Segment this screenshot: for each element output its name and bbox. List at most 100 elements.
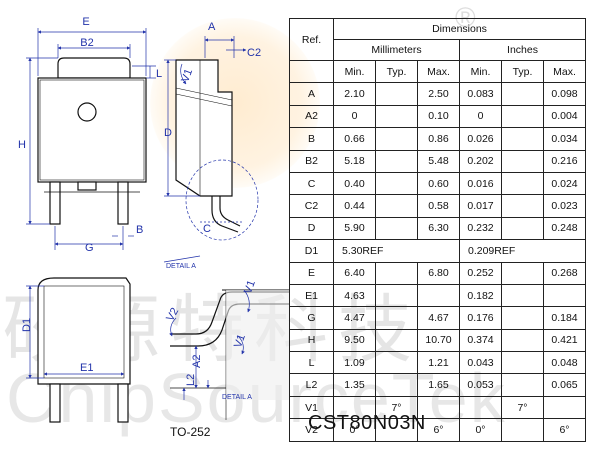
mm-typ-cell [375,283,418,308]
mm-min-cell: 0° [333,418,376,442]
dimensions-table: Ref. Dimensions Millimeters Inches Min. … [289,18,586,442]
label-D1: D1 [21,318,33,332]
mm-max-cell: 0.86 [417,127,460,151]
mm-typ-cell [375,194,418,218]
mm-min-cell: 0 [333,104,376,129]
in-typ-cell [501,127,544,151]
in-max-cell [543,283,586,308]
in-typ-cell: 7° [501,395,544,420]
label-V1-detail-lower: V1 [232,333,248,350]
label-A2: A2 [191,355,203,368]
label-L2: L2 [185,374,197,386]
ref-cell: D1 [289,239,334,263]
mm-min-cell: 0.44 [333,194,376,218]
label-D: D [164,127,172,139]
in-max-cell: 0.034 [543,127,586,151]
in-typ-cell [501,373,544,397]
mm-min-cell: 1.35 [333,373,376,397]
bottom-view [37,277,131,423]
ref-cell: A2 [289,104,334,129]
millimeters-header: Millimeters [333,39,460,61]
ref-cell: A [289,82,334,106]
sub-header-mm-max: Max. [417,59,460,84]
mm-typ-cell [375,373,418,397]
in-min-cell: 0.053 [459,373,502,397]
label-B: B [136,224,143,236]
mm-typ-cell [375,149,418,173]
in-max-cell: 6° [543,418,586,442]
ref-header: Ref. [289,18,334,61]
in-typ-cell [501,194,544,218]
mm-max-cell: 10.70 [417,328,460,353]
mm-min-cell: 2.10 [333,82,376,106]
mm-typ-cell [375,261,418,285]
in-max-cell: 0.065 [543,373,586,397]
mm-min-cell: 4.63 [333,283,376,308]
mm-min-cell: 4.47 [333,306,376,330]
in-typ-cell [501,261,544,285]
mm-min-cell: 9.50 [333,328,376,353]
label-A: A [208,21,216,33]
in-min-cell: 0.252 [459,261,502,285]
mm-max-cell: 1.21 [417,351,460,375]
mm-max-cell: 1.65 [417,373,460,397]
in-typ-cell [501,351,544,375]
mm-typ-cell [375,351,418,375]
mm-max-cell: 2.50 [417,82,460,106]
ref-cell: V1 [289,395,334,420]
sub-header-mm-typ: Typ. [375,59,418,84]
mm-ref-value: 5.30REF [333,239,460,263]
label-V1-detail: V1 [242,279,258,296]
in-max-cell: 0.184 [543,306,586,330]
mm-typ-cell [375,306,418,330]
in-min-cell: 0.176 [459,306,502,330]
label-V1: V1 [179,67,195,84]
in-max-cell: 0.004 [543,104,586,129]
mm-max-cell: 0.10 [417,104,460,129]
in-max-cell: 0.216 [543,149,586,173]
ref-cell: G [289,306,334,330]
in-typ-cell [501,283,544,308]
in-min-cell: 0 [459,104,502,129]
in-min-cell: 0.083 [459,82,502,106]
ref-cell: L2 [289,373,334,397]
mm-max-cell: 5.48 [417,149,460,173]
in-max-cell: 0.098 [543,82,586,106]
ref-cell: L [289,351,334,375]
in-max-cell [543,395,586,420]
sub-header-in-min: Min. [459,59,502,84]
in-min-cell: 0.182 [459,283,502,308]
in-typ-cell [501,216,544,241]
label-H: H [18,139,26,151]
side-view [175,59,241,233]
in-min-cell [459,395,502,420]
in-typ-cell [501,306,544,330]
part-number: CST80N03N [308,412,426,434]
in-ref-value: 0.209REF [459,239,586,263]
mm-min-cell: 0.40 [333,171,376,196]
side-view-dimensions [163,36,247,263]
in-max-cell: 0.023 [543,194,586,218]
label-V2: V2 [164,306,181,324]
top-view [37,57,147,225]
mm-min-cell: 5.90 [333,216,376,241]
ref-cell: E1 [289,283,334,308]
bottom-view-dimensions [26,285,125,379]
in-typ-cell [501,149,544,173]
ref-cell: D [289,216,334,241]
mm-typ-cell [375,127,418,151]
label-L: L [156,68,162,80]
